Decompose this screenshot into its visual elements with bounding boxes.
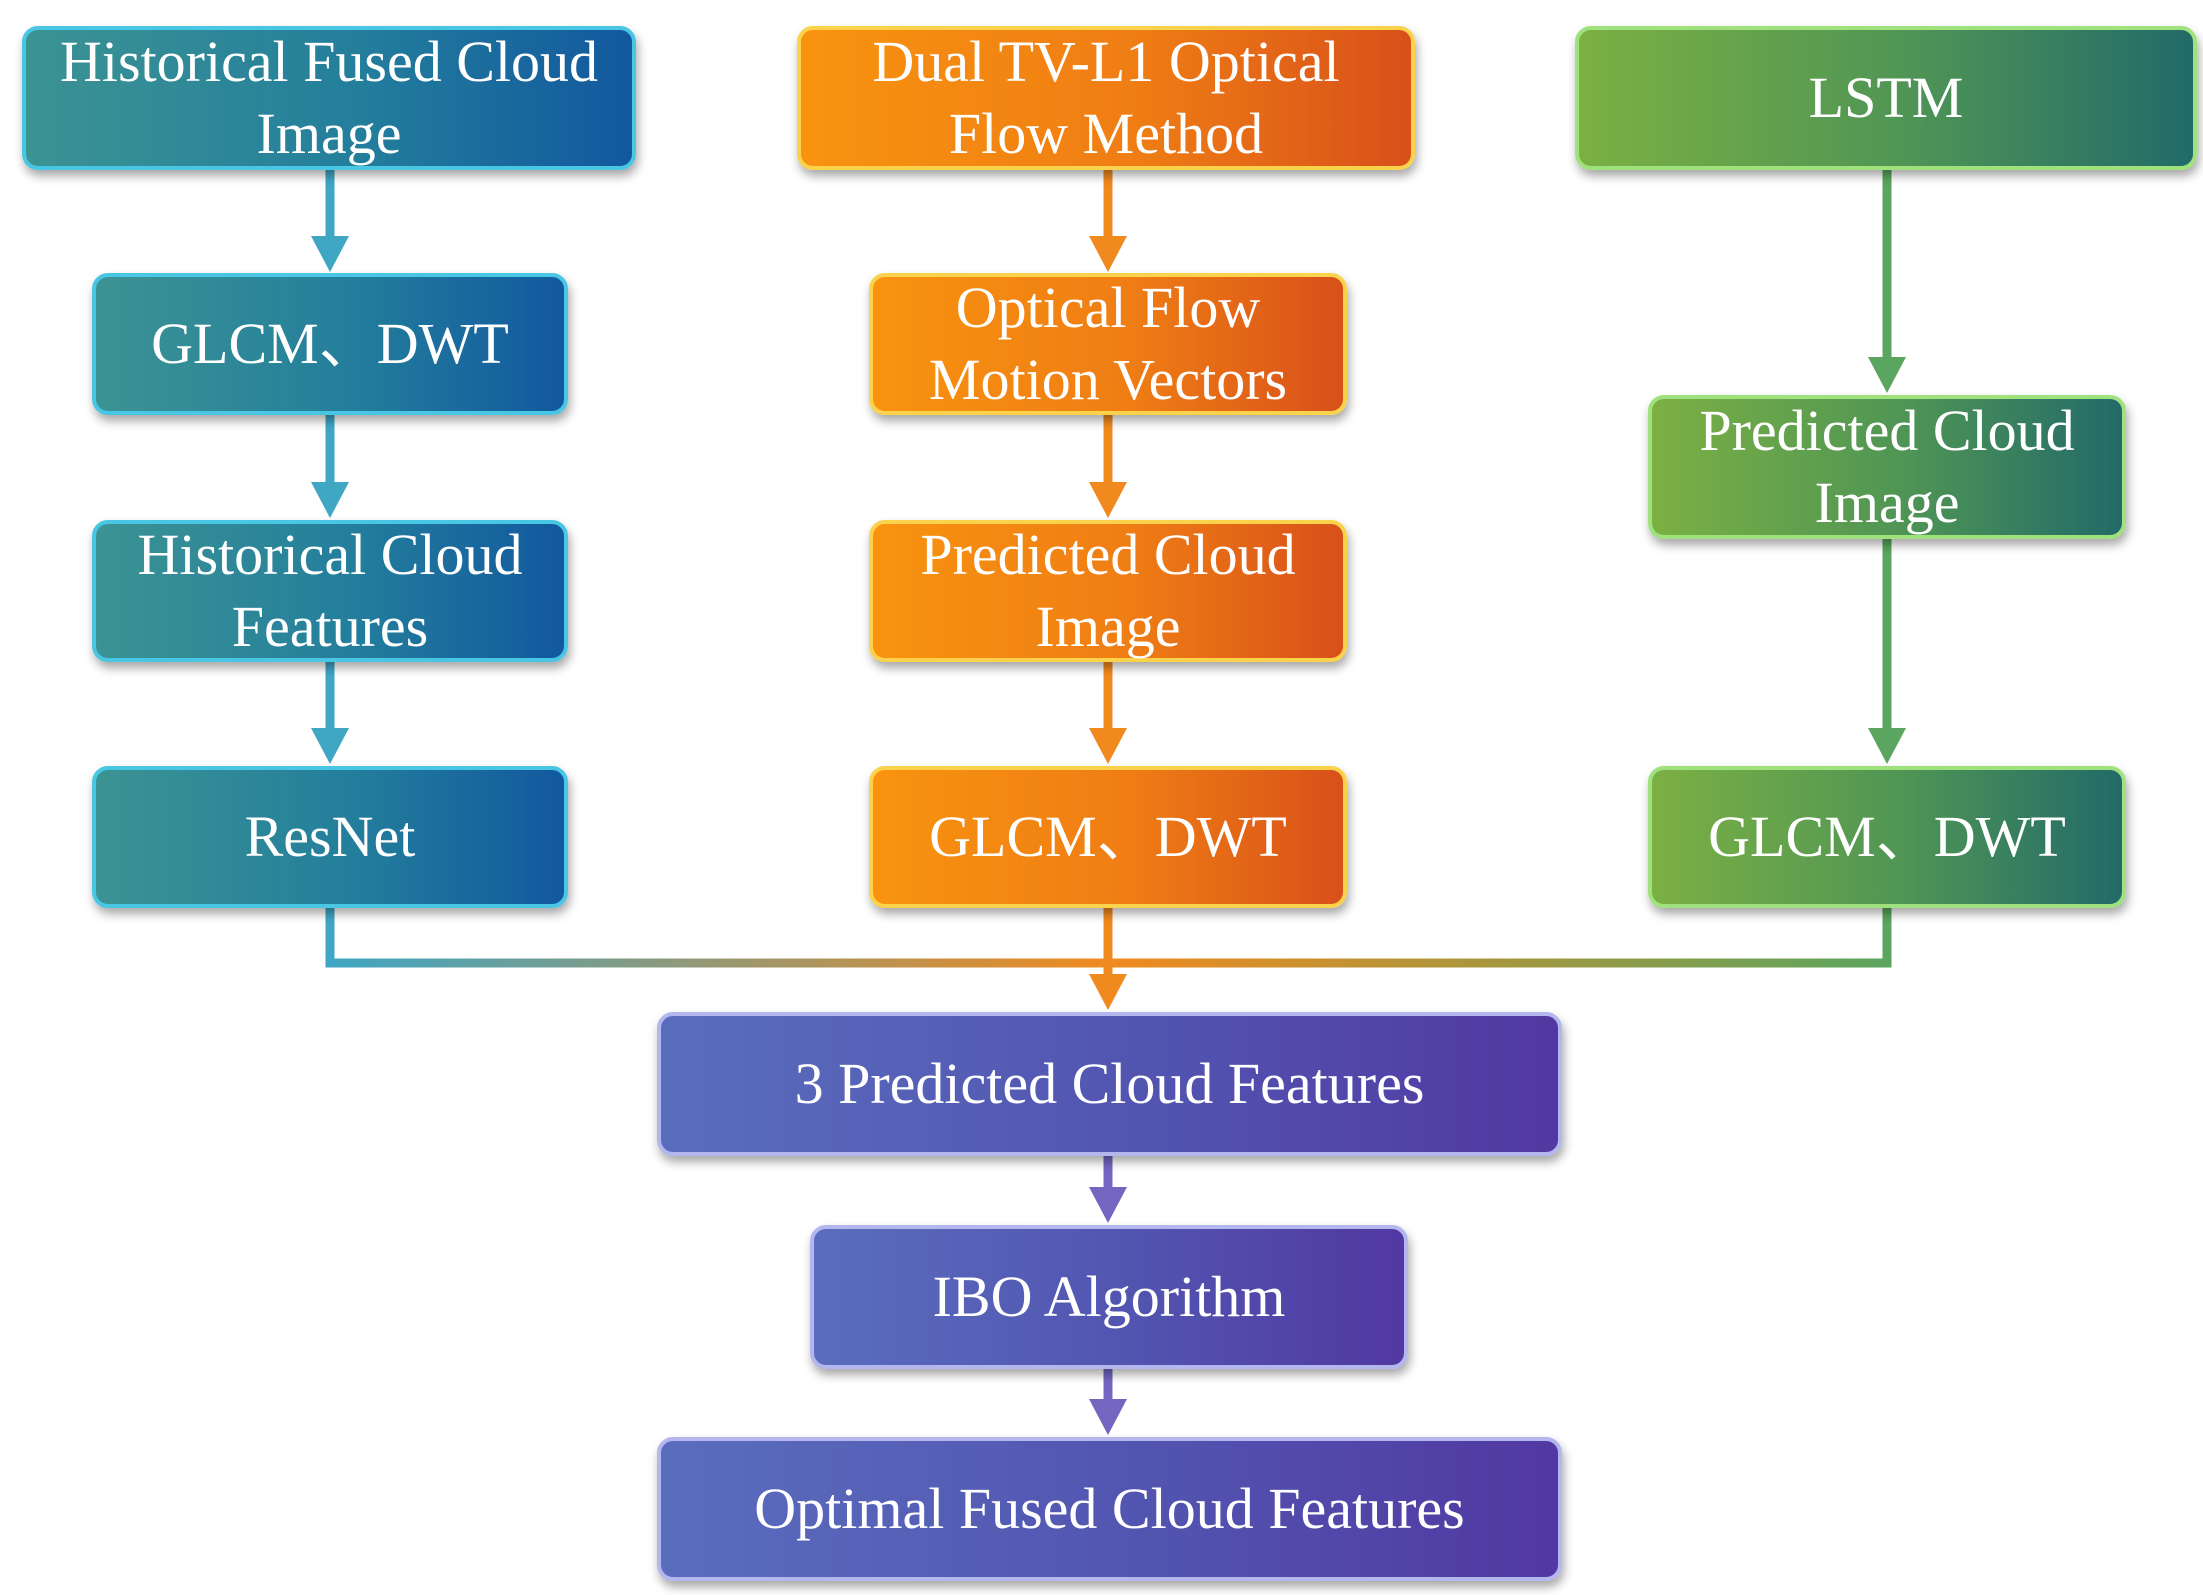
middle-arrow-2-head: [1089, 482, 1127, 518]
node-label: Optimal Fused Cloud Features: [754, 1476, 1465, 1541]
node-label: GLCM、DWT: [151, 311, 509, 376]
bottom-arrow-2-head: [1089, 1399, 1127, 1435]
predicted-cloud-image-middle-node: Predicted Cloud Image: [869, 520, 1347, 662]
glcm-dwt-middle-node: GLCM、DWT: [869, 766, 1347, 908]
node-label: GLCM、DWT: [929, 804, 1287, 869]
optical-flow-motion-vectors-node: Optical Flow Motion Vectors: [869, 273, 1347, 415]
resnet-node: ResNet: [92, 766, 568, 908]
node-label: Optical Flow Motion Vectors: [928, 275, 1288, 412]
ibo-algorithm-node: IBO Algorithm: [810, 1225, 1408, 1369]
bottom-arrow-1-head: [1089, 1187, 1127, 1223]
middle-arrow-1-head: [1089, 236, 1127, 272]
optimal-fused-cloud-features-node: Optimal Fused Cloud Features: [657, 1437, 1562, 1581]
lstm-node: LSTM: [1575, 26, 2197, 170]
node-label: Historical Cloud Features: [137, 522, 523, 659]
right-arrow-1-head: [1868, 357, 1906, 393]
node-label: Dual TV-L1 Optical Flow Method: [872, 29, 1340, 166]
right-arrow-2-head: [1868, 728, 1906, 764]
historical-fused-cloud-image-node: Historical Fused Cloud Image: [22, 26, 636, 170]
node-label: GLCM、DWT: [1708, 804, 2066, 869]
node-label: IBO Algorithm: [932, 1264, 1286, 1329]
glcm-dwt-left-node: GLCM、DWT: [92, 273, 568, 415]
dual-tvl1-optical-flow-node: Dual TV-L1 Optical Flow Method: [797, 26, 1415, 170]
left-arrow-2-head: [311, 482, 349, 518]
node-label: Predicted Cloud Image: [920, 522, 1296, 659]
three-predicted-cloud-features-node: 3 Predicted Cloud Features: [657, 1012, 1562, 1156]
node-label: Historical Fused Cloud Image: [59, 29, 599, 166]
node-label: Predicted Cloud Image: [1699, 398, 2075, 535]
node-label: LSTM: [1808, 65, 1964, 130]
middle-arrow-3-head: [1089, 728, 1127, 764]
node-label: 3 Predicted Cloud Features: [794, 1051, 1425, 1116]
left-arrow-1-head: [311, 236, 349, 272]
node-label: ResNet: [244, 804, 416, 869]
glcm-dwt-right-node: GLCM、DWT: [1648, 766, 2126, 908]
merge-arrow-head: [1089, 974, 1127, 1010]
predicted-cloud-image-right-node: Predicted Cloud Image: [1648, 395, 2126, 539]
left-arrow-3-head: [311, 728, 349, 764]
historical-cloud-features-node: Historical Cloud Features: [92, 520, 568, 662]
